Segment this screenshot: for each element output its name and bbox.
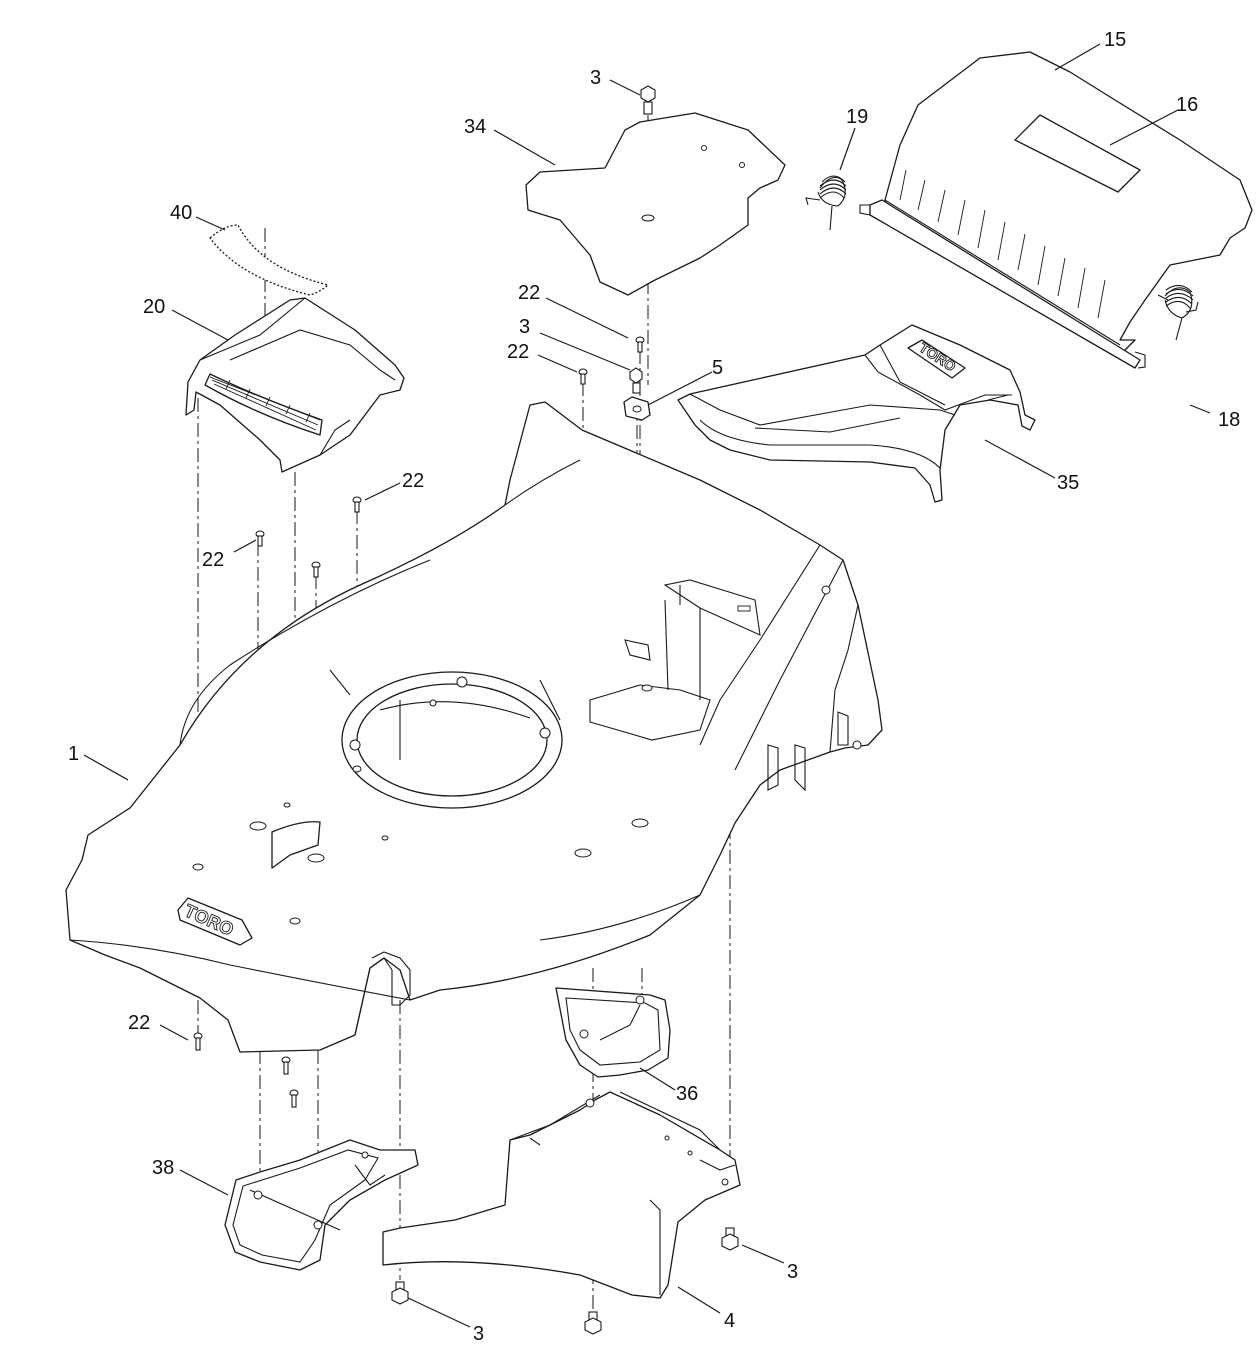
screw-bottom-1 <box>281 1056 291 1075</box>
callout-22-middle: 22 <box>507 341 529 363</box>
bolt-top <box>640 85 656 115</box>
fasteners <box>193 85 739 1335</box>
callout-40: 40 <box>170 202 192 224</box>
deck-logo-plate <box>177 897 253 946</box>
leader-lines <box>83 43 1211 1328</box>
bolt-middle <box>629 367 643 394</box>
screw-22-e <box>311 561 321 578</box>
callout-22-left: 22 <box>202 549 224 571</box>
spring-right <box>1157 284 1199 341</box>
callout-36: 36 <box>676 1083 698 1105</box>
side-baffle <box>555 987 671 1078</box>
top-plate <box>525 112 786 296</box>
rear-skirt <box>382 1091 741 1299</box>
rear-flap <box>859 51 1253 369</box>
chute-frame: TORO <box>677 324 1036 503</box>
callout-22-right: 22 <box>402 470 424 492</box>
decal <box>209 224 329 296</box>
callout-38: 38 <box>152 1157 174 1179</box>
spring-left <box>805 175 847 231</box>
callout-35: 35 <box>1057 472 1079 494</box>
screw-bottom-2 <box>289 1089 299 1108</box>
callout-20: 20 <box>143 296 165 318</box>
callout-34: 34 <box>464 116 486 138</box>
screw-22-f <box>193 1032 203 1051</box>
screw-22-b <box>578 368 588 385</box>
bolt-bottom-left <box>391 1281 409 1305</box>
callout-3-bottom-left: 3 <box>473 1323 484 1345</box>
flap-decal <box>1014 114 1141 193</box>
bolt-bottom-center <box>584 1311 602 1335</box>
callout-19: 19 <box>846 106 868 128</box>
callout-5: 5 <box>712 357 723 379</box>
front-cover <box>185 297 405 473</box>
callout-22-bottom: 22 <box>128 1012 150 1034</box>
callout-18: 18 <box>1218 409 1240 431</box>
small-bracket <box>623 396 651 661</box>
screw-22-d <box>255 530 265 547</box>
deck-housing: TORO <box>65 401 883 1053</box>
front-baffle <box>224 1139 419 1271</box>
callout-3-top: 3 <box>590 67 601 89</box>
callout-16: 16 <box>1176 94 1198 116</box>
callouts: 15 16 19 3 34 40 20 22 3 22 5 18 35 22 2… <box>68 29 1240 1345</box>
callout-4: 4 <box>724 1310 735 1332</box>
screw-22-c <box>352 496 362 513</box>
callout-3-bottom-right: 3 <box>787 1261 798 1283</box>
bolt-bottom-right <box>721 1227 739 1251</box>
callout-1: 1 <box>68 743 79 765</box>
callout-3-middle: 3 <box>519 316 530 338</box>
callout-15: 15 <box>1104 29 1126 51</box>
callout-22-upper: 22 <box>518 282 540 304</box>
screw-22-a <box>635 336 645 353</box>
